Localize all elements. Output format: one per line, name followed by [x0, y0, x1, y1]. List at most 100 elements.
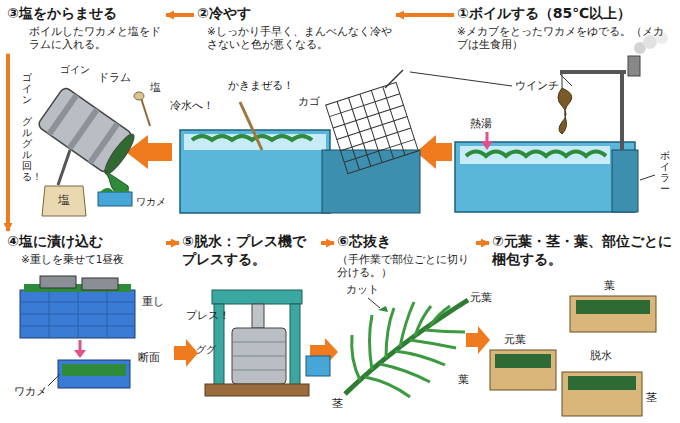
illustration-part — [232, 342, 286, 370]
illustration-part — [352, 335, 360, 380]
picture-label: かきまぜる！ — [228, 80, 294, 93]
illustration-part — [570, 296, 656, 332]
illustration-part — [425, 330, 465, 332]
picture-label: 熱湯 — [470, 118, 492, 131]
illustration-part — [562, 372, 642, 416]
illustration-part — [643, 35, 657, 49]
illustration-part — [576, 300, 650, 314]
illustration-part — [290, 304, 300, 386]
flow-arrow — [6, 54, 10, 231]
illustration-part — [337, 117, 407, 140]
step-heading: ⑥芯抜き — [337, 233, 473, 251]
illustration-part — [378, 306, 388, 312]
step-box: ⑦元葉・茎・葉、部位ごとに梱包する。 — [490, 232, 676, 269]
illustration-part — [252, 304, 264, 328]
step-box: ⑤脱水：プレス機でプレスする。 — [180, 232, 320, 269]
illustration-part — [98, 192, 132, 206]
picture-label: ゴイン — [22, 72, 32, 105]
illustration-part — [410, 340, 456, 348]
flow-arrow — [166, 13, 194, 17]
step-heading: ⑦元葉・茎・葉、部位ごとに梱包する。 — [492, 233, 674, 268]
illustration-part — [380, 364, 430, 382]
step-box: ③塩をからませるボイルしたワカメと塩をドラムに入れる。 — [5, 4, 165, 53]
picture-label: ボイラー — [660, 150, 670, 194]
illustration-part — [174, 339, 198, 367]
picture-label: 塩 — [58, 194, 70, 208]
illustration-part — [58, 150, 70, 185]
illustration-part — [326, 82, 419, 173]
picture-label: カット — [346, 284, 379, 297]
picture-label: グルグル回る！ — [22, 116, 32, 182]
illustration-part — [365, 377, 410, 397]
illustration-part — [385, 70, 403, 88]
step-heading: ③塩をからませる — [7, 5, 163, 23]
illustration-part — [558, 88, 572, 134]
illustration-part — [612, 150, 638, 212]
illustration-part — [192, 136, 312, 140]
step-heading: ①ボイルする（85℃以上） — [457, 5, 673, 23]
illustration-part — [620, 72, 624, 150]
illustration-part — [341, 128, 411, 151]
picture-label: 茎 — [646, 392, 657, 405]
picture-label: 元葉 — [470, 292, 492, 305]
illustration-part — [410, 72, 512, 86]
illustration-part — [58, 360, 130, 388]
flow-arrow — [476, 241, 489, 245]
picture-label: 葉 — [458, 374, 469, 387]
picture-label: ワカメ — [14, 386, 47, 399]
illustration-part — [640, 175, 655, 180]
picture-label: ググ — [196, 344, 216, 356]
picture-label: カゴ — [298, 96, 320, 109]
illustration-part — [368, 298, 380, 308]
picture-label: 葉 — [604, 280, 615, 293]
illustration-part — [47, 93, 79, 136]
illustration-part — [560, 70, 626, 74]
step-note: ボイルしたワカメと塩をドラムに入れる。 — [7, 25, 163, 52]
picture-label: ゴイン — [60, 64, 90, 76]
flow-arrow — [166, 241, 179, 245]
picture-label: ワカメ — [136, 196, 166, 208]
picture-label: 元葉 — [504, 334, 526, 347]
illustration-part — [460, 146, 610, 164]
illustration-part — [74, 350, 86, 358]
step-box: ④塩に漬け込む※重しを乗せて1昼夜 — [5, 232, 165, 267]
illustration-part — [48, 374, 60, 386]
illustration-part — [560, 74, 572, 86]
illustration-part — [326, 82, 419, 173]
illustration-part — [82, 278, 118, 290]
illustration-part — [386, 308, 394, 358]
picture-label: プレス！ — [186, 310, 230, 323]
illustration-part — [212, 290, 302, 304]
illustration-part — [628, 56, 640, 76]
illustration-part — [20, 290, 135, 338]
illustration-part — [240, 102, 262, 150]
illustration-part — [345, 300, 468, 394]
picture-label: 重し — [142, 296, 164, 309]
picture-label: ウインチ — [515, 80, 559, 93]
illustration-part — [232, 328, 286, 384]
illustration-part — [481, 141, 493, 150]
illustration-part — [134, 92, 144, 100]
illustration-part — [495, 354, 551, 368]
illustration-part — [205, 384, 309, 396]
picture-label: 断面 — [138, 352, 160, 365]
illustration-part — [430, 306, 450, 326]
illustration-part — [455, 142, 635, 212]
picture-label: 茎 — [332, 398, 343, 411]
illustration-part — [395, 351, 445, 365]
illustration-part — [37, 86, 138, 177]
illustration-part — [344, 139, 414, 162]
illustration-part — [322, 150, 420, 213]
illustration-part — [333, 105, 403, 128]
picture-label: 塩 — [150, 82, 161, 95]
picture-label: 冷水へ！ — [170, 100, 214, 113]
step-box: ①ボイルする（85℃以上） ※メカブをとったワカメをゆでる。（メカブは生食用） — [455, 4, 675, 53]
step-note: ※メカブをとったワカメをゆでる。（メカブは生食用） — [457, 25, 673, 52]
flow-arrow — [321, 241, 334, 245]
illustration-part — [100, 188, 130, 192]
step-heading: ④塩に漬け込む — [7, 233, 163, 251]
step-note: （手作業で部位ごとに切り分ける。） — [337, 253, 473, 280]
